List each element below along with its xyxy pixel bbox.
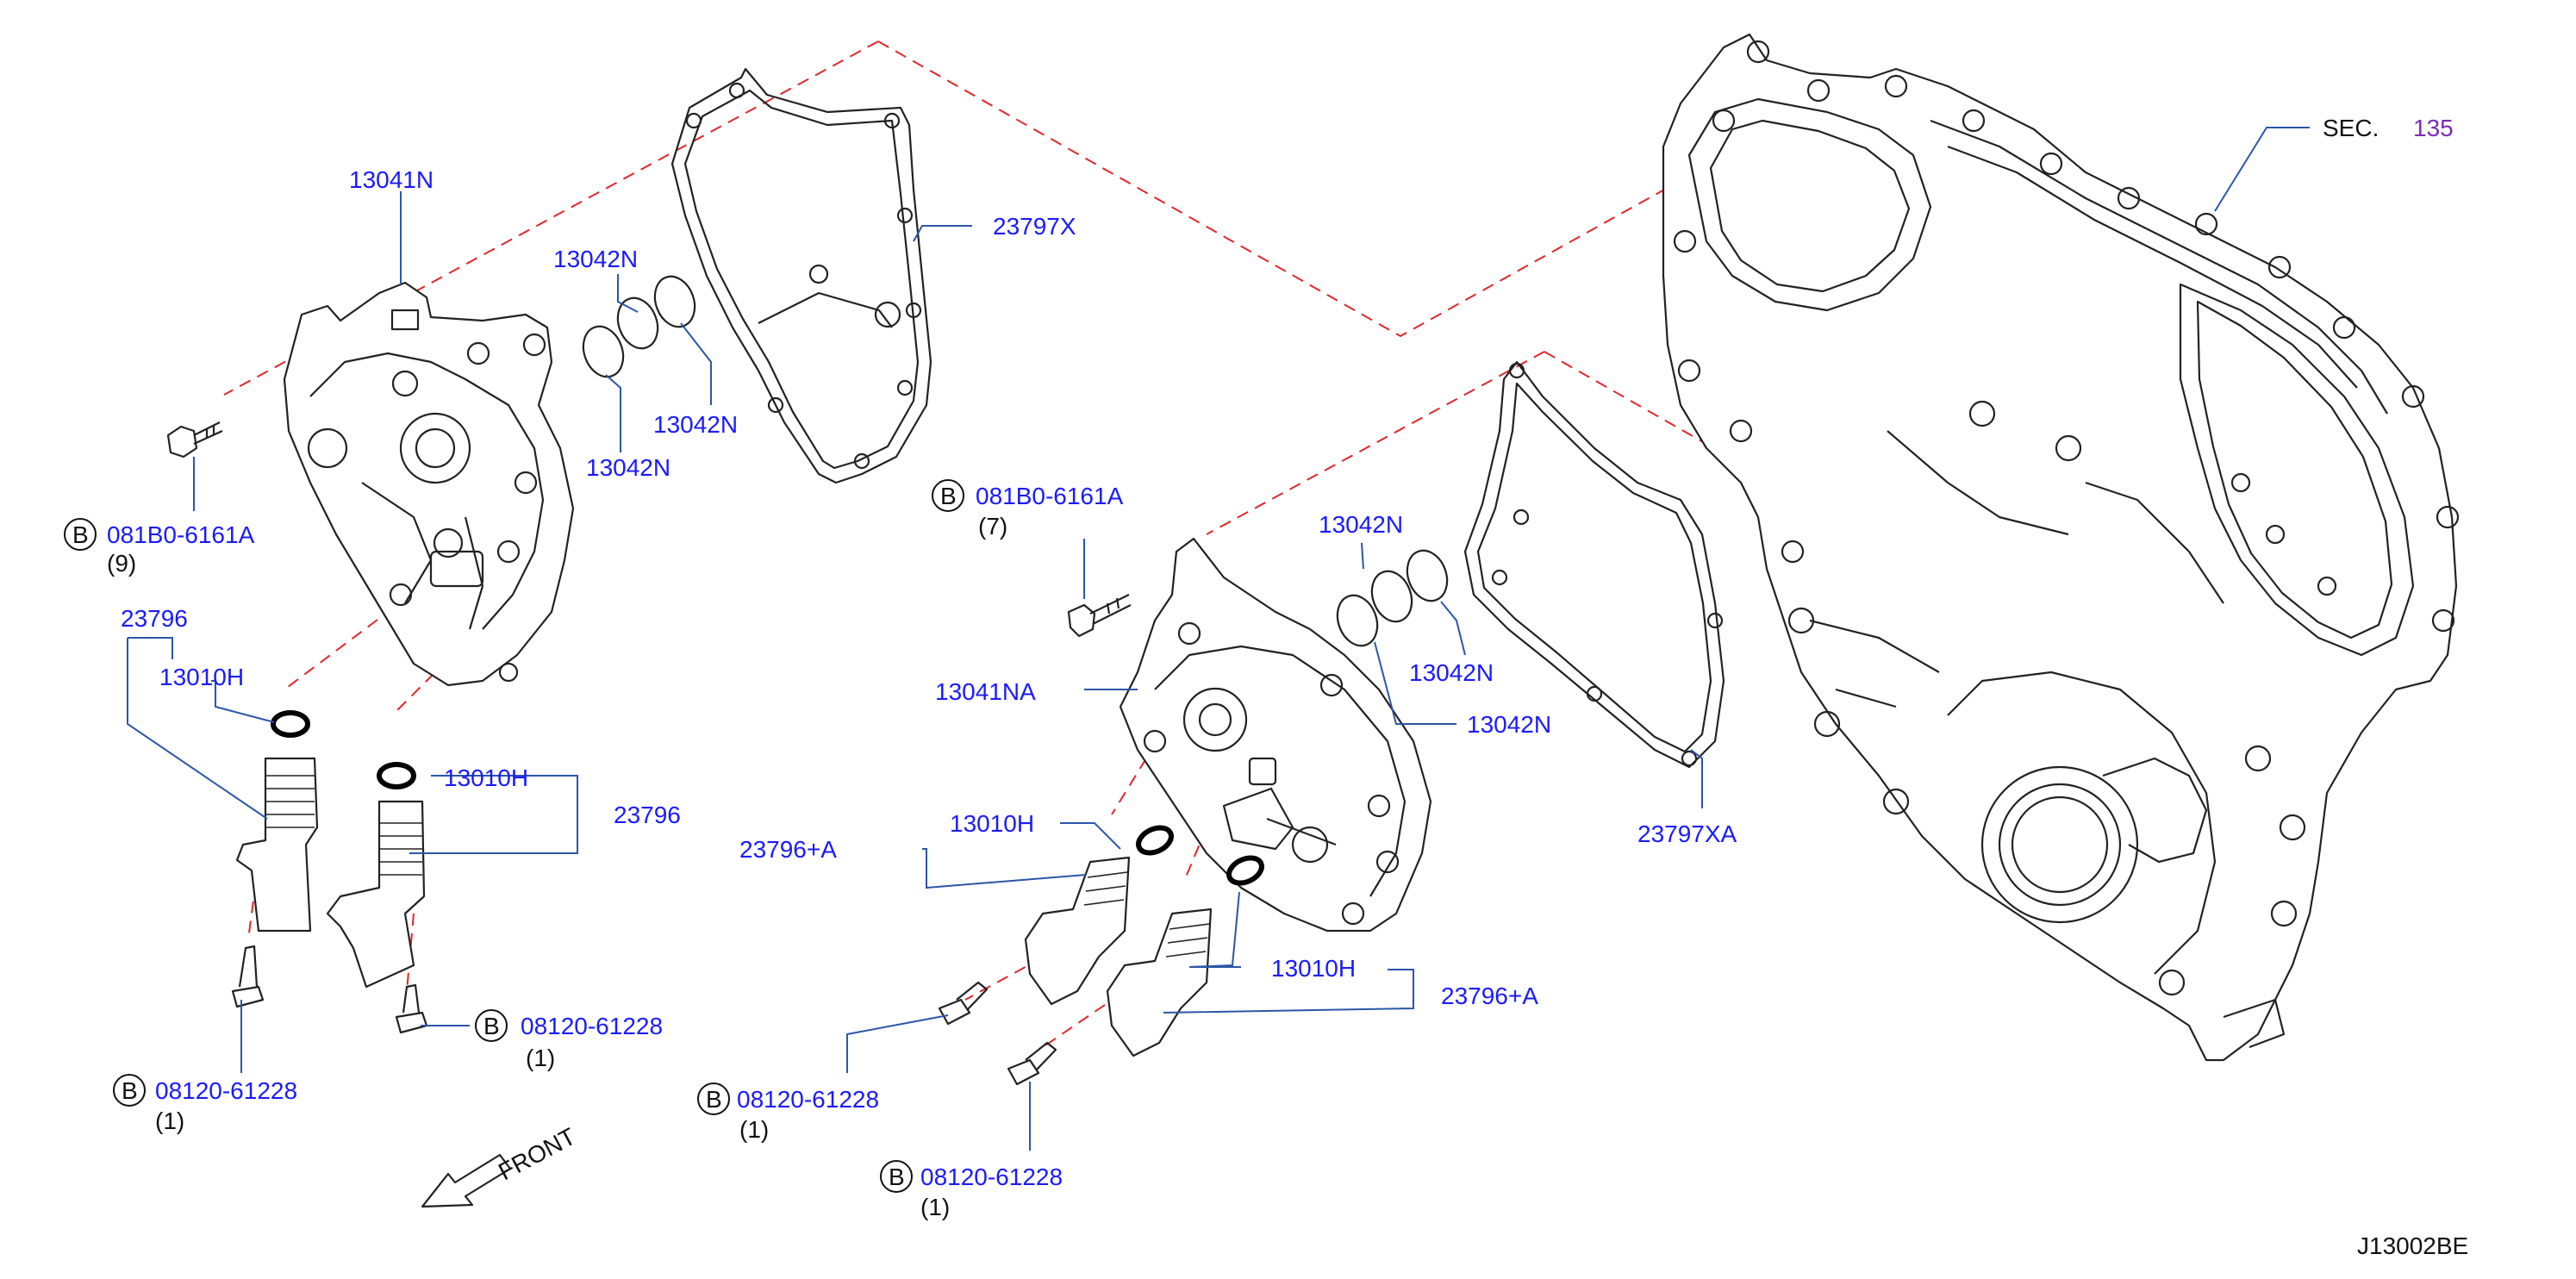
callout-08120-61228-a: 08120-61228 — [521, 1013, 663, 1039]
bolt-081B0-6161A-center — [1067, 594, 1132, 638]
b-marker-3-letter: B — [122, 1077, 138, 1104]
o-rings-13042N-center — [1336, 549, 1449, 647]
callout-23796-a: 23796 — [121, 605, 188, 632]
oil-pump-cover-center — [1119, 537, 1432, 933]
callout-081B0-6161A-left: 081B0-6161A — [107, 521, 255, 548]
front-arrow — [421, 1153, 512, 1208]
callout-23797XA: 23797XA — [1637, 820, 1737, 847]
b-marker-4 — [932, 479, 964, 512]
gasket-23797XA — [1463, 360, 1725, 769]
b-marker-3 — [113, 1074, 146, 1107]
callout-08120-61228-b: 08120-61228 — [155, 1077, 297, 1104]
callout-labels: 13041N 23797X 13042N 13042N 13042N B 081… — [64, 115, 2468, 1259]
b-marker-5-letter: B — [706, 1086, 722, 1113]
leader-lines — [127, 127, 2310, 1151]
callout-qty-1-a: (1) — [526, 1045, 555, 1071]
solenoid-valves-23796A-center — [1024, 825, 1264, 1058]
solenoid-valves-23796-left — [235, 710, 426, 989]
callout-13042N-d: 13042N — [1319, 511, 1403, 538]
b-marker-6-letter: B — [889, 1164, 905, 1190]
timing-chain-front-cover — [1662, 33, 2460, 1062]
bolt-081B0-6161A-left — [166, 421, 223, 459]
b-marker-1 — [64, 518, 97, 551]
b-marker-2 — [475, 1009, 508, 1042]
phantom-lines — [223, 41, 2155, 1048]
oil-pump-cover-left — [283, 281, 575, 687]
front-label: FRONT — [494, 1123, 580, 1186]
callout-13042N-f: 13042N — [1467, 711, 1551, 738]
section-ref-label: SEC. — [2323, 115, 2379, 141]
callout-qty-1-c: (1) — [739, 1116, 769, 1143]
callout-13042N-a: 13042N — [553, 246, 638, 272]
section-ref-number: 135 — [2413, 115, 2454, 141]
callout-qty-9: (9) — [107, 550, 136, 577]
callout-13010H-b: 13010H — [444, 764, 528, 791]
callout-13010H-a: 13010H — [159, 664, 244, 690]
callout-13041NA: 13041NA — [935, 678, 1036, 705]
callout-13042N-e: 13042N — [1409, 659, 1494, 686]
b-marker-5 — [697, 1082, 730, 1115]
callout-23796-b: 23796 — [614, 802, 681, 828]
b-marker-4-letter: B — [940, 483, 957, 509]
b-marker-6 — [880, 1160, 913, 1193]
callout-13010H-d: 13010H — [1271, 955, 1356, 982]
callout-13041N: 13041N — [349, 166, 433, 193]
b-marker-1-letter: B — [72, 521, 89, 548]
callout-23797X: 23797X — [993, 213, 1076, 240]
callout-23796A-a: 23796+A — [739, 836, 837, 863]
callout-13042N-c: 13042N — [586, 454, 671, 481]
callout-qty-1-b: (1) — [155, 1107, 184, 1134]
gasket-23797X — [671, 67, 932, 484]
callout-13042N-b: 13042N — [653, 411, 738, 438]
bolts-08120-61228-center — [938, 981, 1057, 1086]
b-marker-2-letter: B — [483, 1013, 500, 1039]
bolts-08120-61228-left — [231, 945, 428, 1034]
drawing-id: J13002BE — [2357, 1232, 2468, 1259]
callout-08120-61228-c: 08120-61228 — [737, 1086, 879, 1113]
callout-08120-61228-d: 08120-61228 — [920, 1164, 1063, 1190]
callout-23796A-b: 23796+A — [1441, 983, 1538, 1009]
callout-13010H-c: 13010H — [950, 810, 1034, 837]
callout-qty-7: (7) — [978, 513, 1007, 540]
callout-081B0-6161A-center: 081B0-6161A — [976, 483, 1124, 509]
callout-qty-1-d: (1) — [920, 1194, 950, 1220]
